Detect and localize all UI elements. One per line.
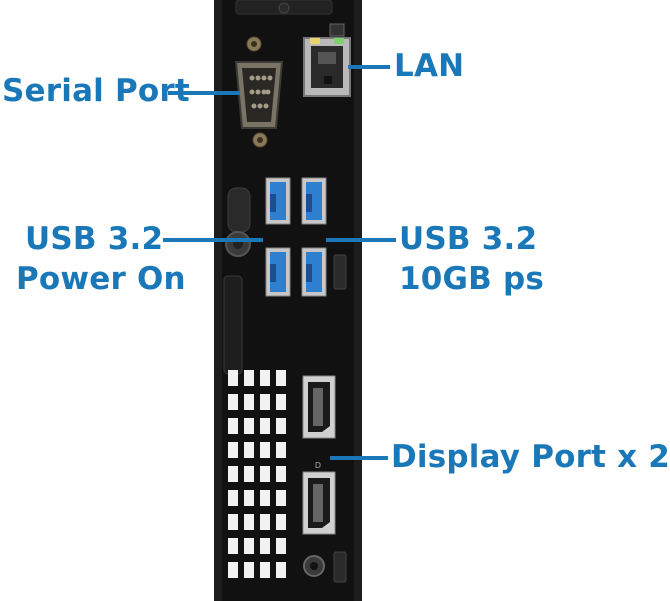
power-jack-icon — [303, 555, 325, 577]
usb-right-label-line2: 10GB ps — [399, 261, 545, 297]
display-port-callout-line — [330, 456, 388, 460]
svg-text:D: D — [315, 461, 321, 470]
usb-left-label-line1: USB 3.2 — [25, 221, 164, 257]
displayport-icon: D — [302, 375, 336, 535]
display-port-label: Display Port x 2 — [391, 439, 670, 475]
serial-port-label: Serial Port — [2, 73, 190, 109]
usb-right-callout-line — [326, 238, 396, 242]
serial-port-icon — [234, 36, 284, 148]
lan-callout-line — [348, 65, 390, 69]
serial-port-callout-line — [168, 91, 240, 95]
vent-grille-icon — [228, 370, 286, 578]
usb-port-icon — [265, 177, 327, 297]
device-back-panel: D — [214, 0, 362, 601]
usb-right-label-line1: USB 3.2 — [399, 221, 538, 257]
usb-left-label-line2: Power On — [16, 261, 186, 297]
usb-left-callout-line — [163, 238, 263, 242]
lan-label: LAN — [394, 48, 465, 84]
